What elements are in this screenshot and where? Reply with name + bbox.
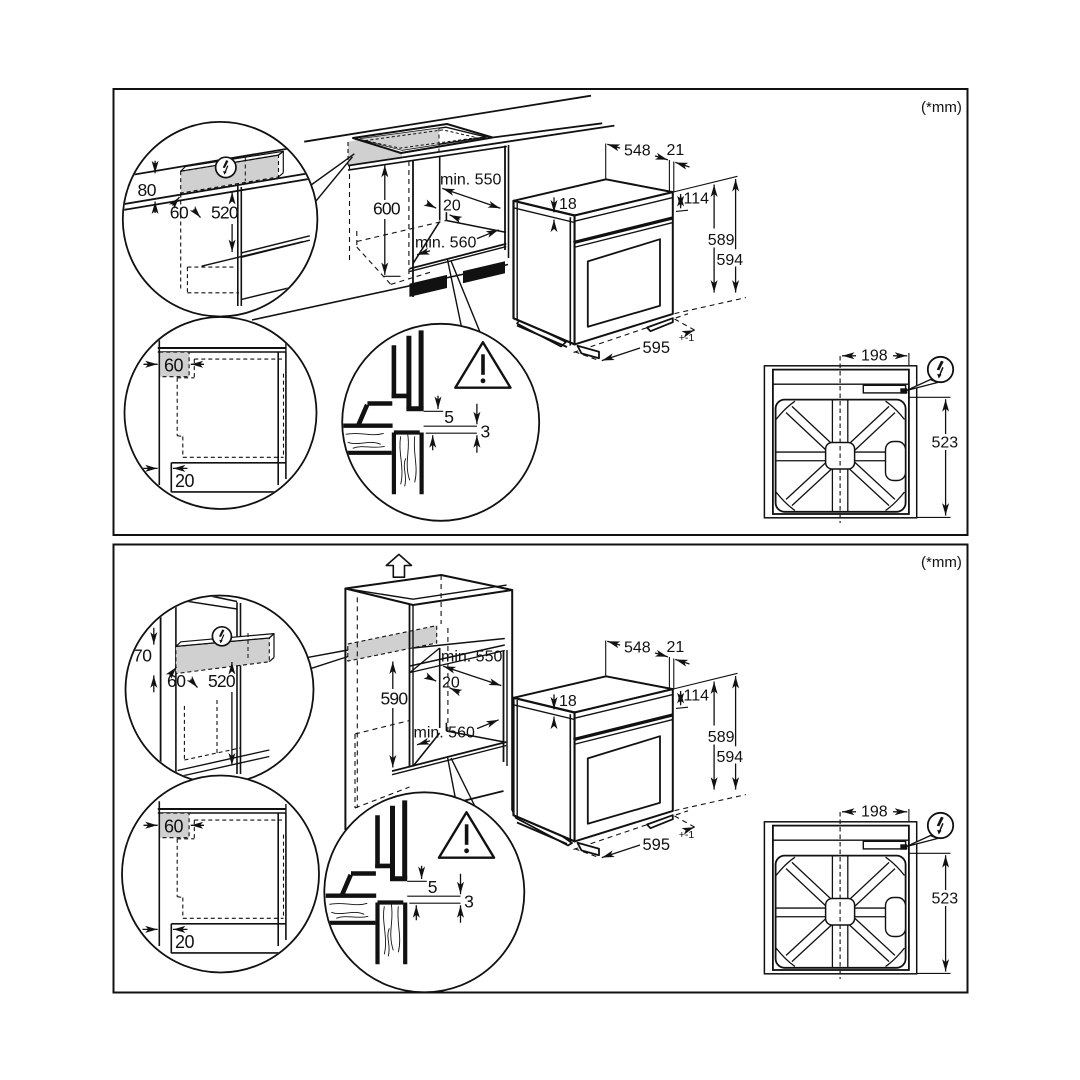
svg-text:(*mm): (*mm) xyxy=(921,99,962,116)
svg-text:(*mm): (*mm) xyxy=(921,554,962,571)
svg-text:20: 20 xyxy=(442,674,460,691)
svg-text:590: 590 xyxy=(381,689,409,709)
svg-text:min. 560: min. 560 xyxy=(414,725,475,742)
svg-text:min. 550: min. 550 xyxy=(440,172,501,189)
svg-text:600: 600 xyxy=(373,199,401,219)
svg-text:min. 550: min. 550 xyxy=(441,649,502,666)
svg-text:70: 70 xyxy=(133,646,152,666)
svg-text:80: 80 xyxy=(138,180,157,200)
svg-text:20: 20 xyxy=(443,197,461,214)
svg-text:min. 560: min. 560 xyxy=(415,235,476,252)
svg-text:520: 520 xyxy=(211,202,239,222)
svg-text:520: 520 xyxy=(208,671,236,691)
